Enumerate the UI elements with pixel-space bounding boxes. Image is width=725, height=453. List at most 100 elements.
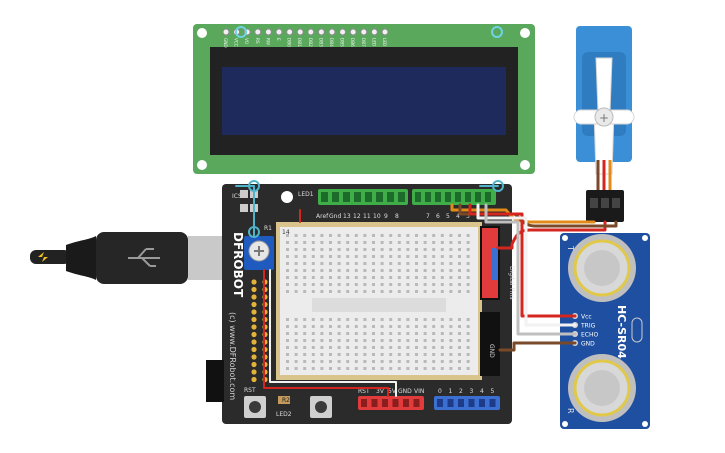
breadboard-hole — [320, 360, 324, 363]
header-pin — [371, 399, 378, 407]
breadboard-channel — [312, 298, 446, 312]
breadboard-hole — [303, 353, 307, 356]
breadboard-hole — [415, 248, 418, 251]
breadboard-hole — [397, 234, 401, 237]
breadboard-hole — [389, 353, 393, 356]
breadboard-hole — [432, 367, 436, 370]
header-pin — [382, 399, 388, 407]
breadboard-hole — [380, 318, 384, 321]
sensor-pin-label: TRIG — [580, 323, 596, 330]
breadboard-hole — [406, 325, 410, 328]
breadboard-hole — [311, 290, 315, 293]
wire-pot-5v — [263, 269, 389, 397]
breadboard-hole — [320, 332, 324, 335]
breadboard-hole — [329, 360, 332, 363]
solder-pad — [251, 354, 257, 360]
breadboard-hole — [423, 290, 427, 293]
breadboard-hole — [423, 283, 427, 286]
rst-label: RST — [244, 387, 256, 394]
breadboard-hole — [389, 234, 393, 237]
breadboard-hole — [440, 234, 444, 237]
lcd-pin-label: VO — [244, 38, 249, 45]
breadboard-hole — [415, 283, 418, 286]
lcd-pin-label: RS — [255, 38, 260, 44]
power-label: VIN — [414, 388, 424, 395]
breadboard-hole — [406, 241, 410, 244]
solder-pad — [251, 294, 257, 300]
breadboard-hole — [415, 241, 418, 244]
header-pin — [485, 192, 491, 202]
breadboard-hole — [372, 332, 375, 335]
breadboard-hole — [311, 241, 315, 244]
breadboard-hole — [380, 262, 384, 265]
breadboard-hole — [449, 241, 453, 244]
header-pin — [458, 399, 464, 407]
breadboard-hole — [294, 360, 298, 363]
analog-label: 5 — [491, 388, 495, 395]
breadboard-hole — [397, 353, 401, 356]
potentiometer[interactable] — [244, 236, 274, 270]
led2-label: LED2 — [276, 411, 292, 418]
breadboard-hole — [329, 367, 332, 370]
sensor-receiver — [568, 354, 636, 422]
lcd-mount-hole — [197, 160, 207, 170]
header-label: 4 — [456, 213, 460, 220]
reset-button[interactable] — [244, 396, 266, 418]
breadboard-hole — [363, 241, 367, 244]
breadboard-hole — [423, 339, 427, 342]
breadboard-hole — [466, 353, 470, 356]
breadboard-hole — [294, 325, 298, 328]
breadboard-hole — [294, 290, 298, 293]
breadboard-hole — [380, 234, 384, 237]
breadboard-hole — [397, 283, 401, 286]
breadboard-hole — [432, 318, 436, 321]
breadboard-hole — [440, 367, 444, 370]
breadboard-hole — [440, 332, 444, 335]
breadboard-hole — [337, 346, 341, 349]
lcd-pin — [370, 28, 378, 36]
header-pin — [321, 192, 328, 202]
header-pin — [343, 192, 350, 202]
breadboard-hole — [346, 255, 350, 258]
servo-motor: + — [573, 26, 635, 222]
breadboard-hole — [354, 325, 358, 328]
lcd-pin — [307, 28, 315, 36]
breadboard-hole — [286, 325, 289, 328]
breadboard-hole — [397, 318, 401, 321]
breadboard-hole — [354, 367, 358, 370]
led1-label: LED1 — [298, 191, 314, 198]
breadboard-hole — [440, 269, 444, 272]
breadboard-hole — [449, 353, 453, 356]
breadboard-hole — [346, 325, 350, 328]
breadboard-hole — [363, 234, 367, 237]
right-power-rail — [482, 228, 498, 298]
breadboard-hole — [397, 346, 401, 349]
breadboard-hole — [354, 339, 358, 342]
breadboard-hole — [466, 290, 470, 293]
breadboard-hole — [406, 276, 410, 279]
user-button[interactable] — [310, 396, 332, 418]
breadboard-hole — [337, 255, 341, 258]
breadboard-hole — [432, 353, 436, 356]
breadboard-hole — [346, 234, 350, 237]
breadboard-hole — [449, 290, 453, 293]
breadboard-hole — [286, 255, 289, 258]
lcd-pin-label: VCC — [234, 38, 239, 47]
header-label: 3 — [466, 213, 470, 220]
breadboard-hole — [372, 360, 375, 363]
lcd-mount-hole — [520, 160, 530, 170]
usb-icon — [128, 248, 160, 267]
breadboard-hole — [363, 367, 367, 370]
lcd-pin-highlight — [235, 26, 247, 38]
breadboard-hole — [458, 262, 461, 265]
breadboard-hole — [346, 269, 350, 272]
analog-label: 2 — [459, 388, 463, 395]
breadboard-hole — [354, 262, 358, 265]
breadboard-hole — [432, 332, 436, 335]
header-pin — [437, 399, 443, 407]
breadboard-hole — [466, 367, 470, 370]
breadboard-hole — [372, 325, 375, 328]
breadboard-hole — [311, 360, 315, 363]
breadboard-hole — [423, 353, 427, 356]
